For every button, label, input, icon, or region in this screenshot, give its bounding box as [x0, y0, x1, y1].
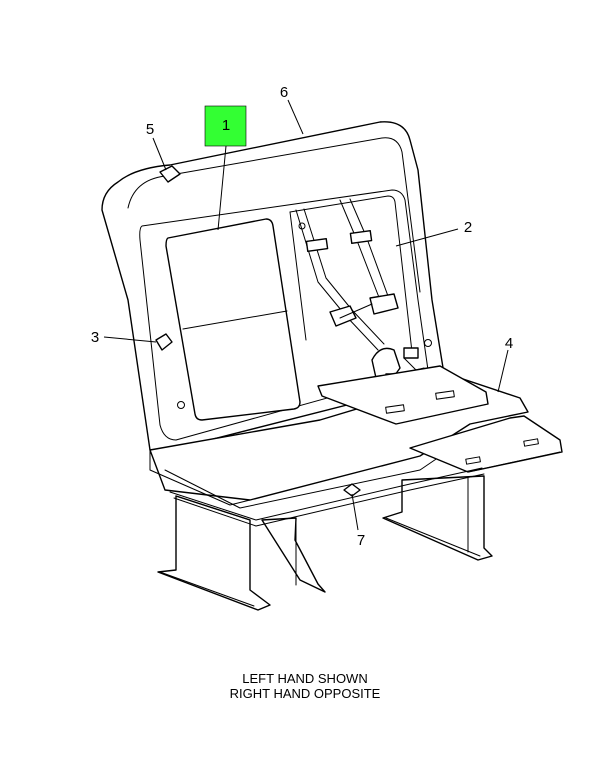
callout-1-highlight [204, 105, 247, 147]
callout-6-label[interactable]: 6 [280, 84, 288, 101]
leader-lines [103, 99, 509, 531]
callout-5-label[interactable]: 5 [146, 121, 154, 138]
callout-3-label[interactable]: 3 [91, 329, 99, 346]
seat-back-panel [165, 218, 301, 421]
caption-line-2: RIGHT HAND OPPOSITE [229, 686, 381, 701]
callout-2-label[interactable]: 2 [464, 219, 472, 236]
callout-4-label[interactable]: 4 [505, 335, 513, 352]
seat-cushion [149, 365, 563, 527]
callout-7-label[interactable]: 7 [357, 532, 365, 549]
clip-3 [155, 333, 173, 351]
seatbelt-area [289, 195, 432, 387]
caption-line-1: LEFT HAND SHOWN [242, 671, 368, 686]
callout-1-label: 1 [222, 117, 230, 134]
seat-base-frame [157, 475, 493, 611]
callout-1[interactable]: 1 [204, 105, 247, 147]
clip-5 [159, 165, 181, 183]
